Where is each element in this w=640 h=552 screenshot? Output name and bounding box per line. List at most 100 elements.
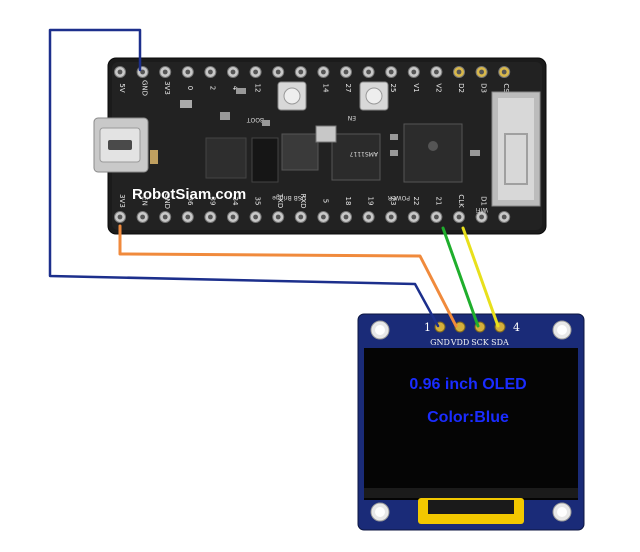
regulator-label: AMS1117 [349, 150, 378, 157]
top-pin-hole-center [321, 69, 326, 75]
bottom-pin-label: 3V3 [118, 194, 126, 208]
usb-bridge-label: USB Bridge [272, 194, 306, 201]
oled-pin-label-sck: SCK [471, 338, 490, 347]
wire-sda [461, 226, 500, 328]
watermark: RobotSiam.com [132, 186, 246, 203]
en-label: EN [348, 114, 356, 121]
bottom-pin-label: 19 [367, 197, 375, 206]
bottom-pin-label: D1 [480, 196, 488, 206]
bottom-pin-label: 22 [412, 197, 420, 206]
bottom-pin-hole-center [298, 214, 304, 220]
smd-components [150, 88, 480, 164]
bottom-pin-hole-center [275, 214, 281, 220]
top-pin-label: CS [502, 83, 510, 93]
top-pin-label: D3 [480, 83, 488, 93]
oled-screen [364, 348, 578, 500]
top-pin-label: 2 [208, 86, 216, 90]
bottom-pin-label: EN [141, 196, 149, 206]
usb-connector [93, 117, 149, 173]
wire-sck [441, 226, 480, 328]
top-pin-hole-center [230, 69, 236, 75]
bottom-pin-label: GND [163, 193, 171, 209]
top-pin-hole-center [501, 69, 507, 75]
top-pin-label: 4 [231, 86, 239, 91]
oled-pin-last: 4 [513, 321, 520, 334]
bottom-pin-hole-center [185, 214, 191, 220]
top-pin-hole-center [185, 69, 191, 75]
bottom-pin-hole-center [140, 214, 146, 220]
top-pin-hole-center [411, 69, 417, 75]
oled-pin-first: 1 [424, 321, 431, 334]
wire-vdd [118, 224, 458, 328]
esp32-board: 5VGND3V302412131514272625V1V2D2D3CS 3V3E… [93, 57, 547, 235]
bottom-pin-hole-center [162, 214, 168, 220]
top-pin-label: 0 [186, 86, 194, 90]
top-pin-hole-center [388, 69, 394, 75]
top-pin-hole-center [253, 69, 258, 75]
bottom-pin-hole-center [366, 214, 371, 220]
bottom-pin-label: TXD [276, 193, 284, 208]
top-pin-label: 27 [344, 84, 352, 93]
top-pin-hole-center [298, 69, 304, 75]
top-pin-label: 25 [389, 84, 397, 93]
top-pin-hole-center [162, 69, 168, 75]
bottom-pin-label: 18 [344, 197, 352, 206]
top-pin-label: 12 [254, 84, 262, 93]
bottom-pin-hole-center [208, 214, 213, 220]
oled-pin-label-gnd: GND [430, 338, 450, 347]
top-pin-hole-center [140, 69, 146, 75]
usb-bridge-chip [205, 137, 247, 179]
top-pin-header [114, 66, 511, 78]
top-pin-label: GND [141, 80, 149, 96]
bottom-pin-hole-center [456, 214, 462, 220]
wires [48, 28, 500, 328]
bottom-pin-label: 23 [389, 197, 397, 206]
bottom-pin-header [114, 211, 511, 223]
bottom-pin-hole-center [479, 214, 484, 220]
bottom-pin-hole-center [321, 214, 326, 220]
top-pin-hole-center [479, 69, 484, 75]
wifi-module [491, 91, 541, 207]
bottom-pin-hole-center [501, 214, 507, 220]
top-pin-hole-center [208, 69, 213, 75]
top-pin-label: 3V3 [163, 81, 171, 95]
bottom-pin-label: 5 [321, 199, 329, 203]
bottom-pin-label: 39 [208, 197, 216, 206]
oled-line-2: Color:Blue [427, 409, 509, 426]
boot-button [277, 81, 307, 111]
top-pin-hole-center [434, 69, 439, 75]
boot-label: BOOT [247, 116, 264, 123]
top-pin-hole-center [343, 69, 349, 75]
oled-pin-label-sda: SDA [491, 338, 509, 347]
top-pin-label: V2 [434, 83, 442, 92]
en-button [359, 81, 389, 111]
power-label: POWER [388, 194, 410, 201]
top-pin-label: 5V [118, 83, 126, 92]
bottom-pin-hole-center [434, 214, 439, 220]
top-pin-label: 14 [321, 84, 329, 93]
bottom-pin-label: 35 [254, 197, 262, 206]
bottom-pin-hole-center [411, 214, 417, 220]
bottom-pin-label: CLK [457, 194, 465, 208]
top-pin-hole-center [275, 69, 281, 75]
bottom-pin-label: 36 [186, 197, 194, 206]
wifi-label: WiFi [476, 206, 488, 213]
bottom-pin-hole-center [230, 214, 236, 220]
wire-gnd [48, 28, 440, 328]
bottom-pin-label: RXD [299, 193, 307, 208]
top-pin-hole-center [456, 69, 462, 75]
top-pin-label: D2 [457, 83, 465, 93]
bottom-pin-hole-center [117, 214, 123, 220]
bottom-pin-hole-center [388, 214, 394, 220]
oled-pin-label-vdd: VDD [450, 338, 470, 347]
bottom-pin-hole-center [343, 214, 349, 220]
bottom-pin-label: 34 [231, 197, 239, 206]
top-pin-hole-center [117, 69, 123, 75]
oled-pin-header [434, 321, 506, 333]
regulator [281, 125, 381, 181]
top-pin-label: V1 [412, 83, 420, 92]
esp32-chip [403, 123, 463, 183]
